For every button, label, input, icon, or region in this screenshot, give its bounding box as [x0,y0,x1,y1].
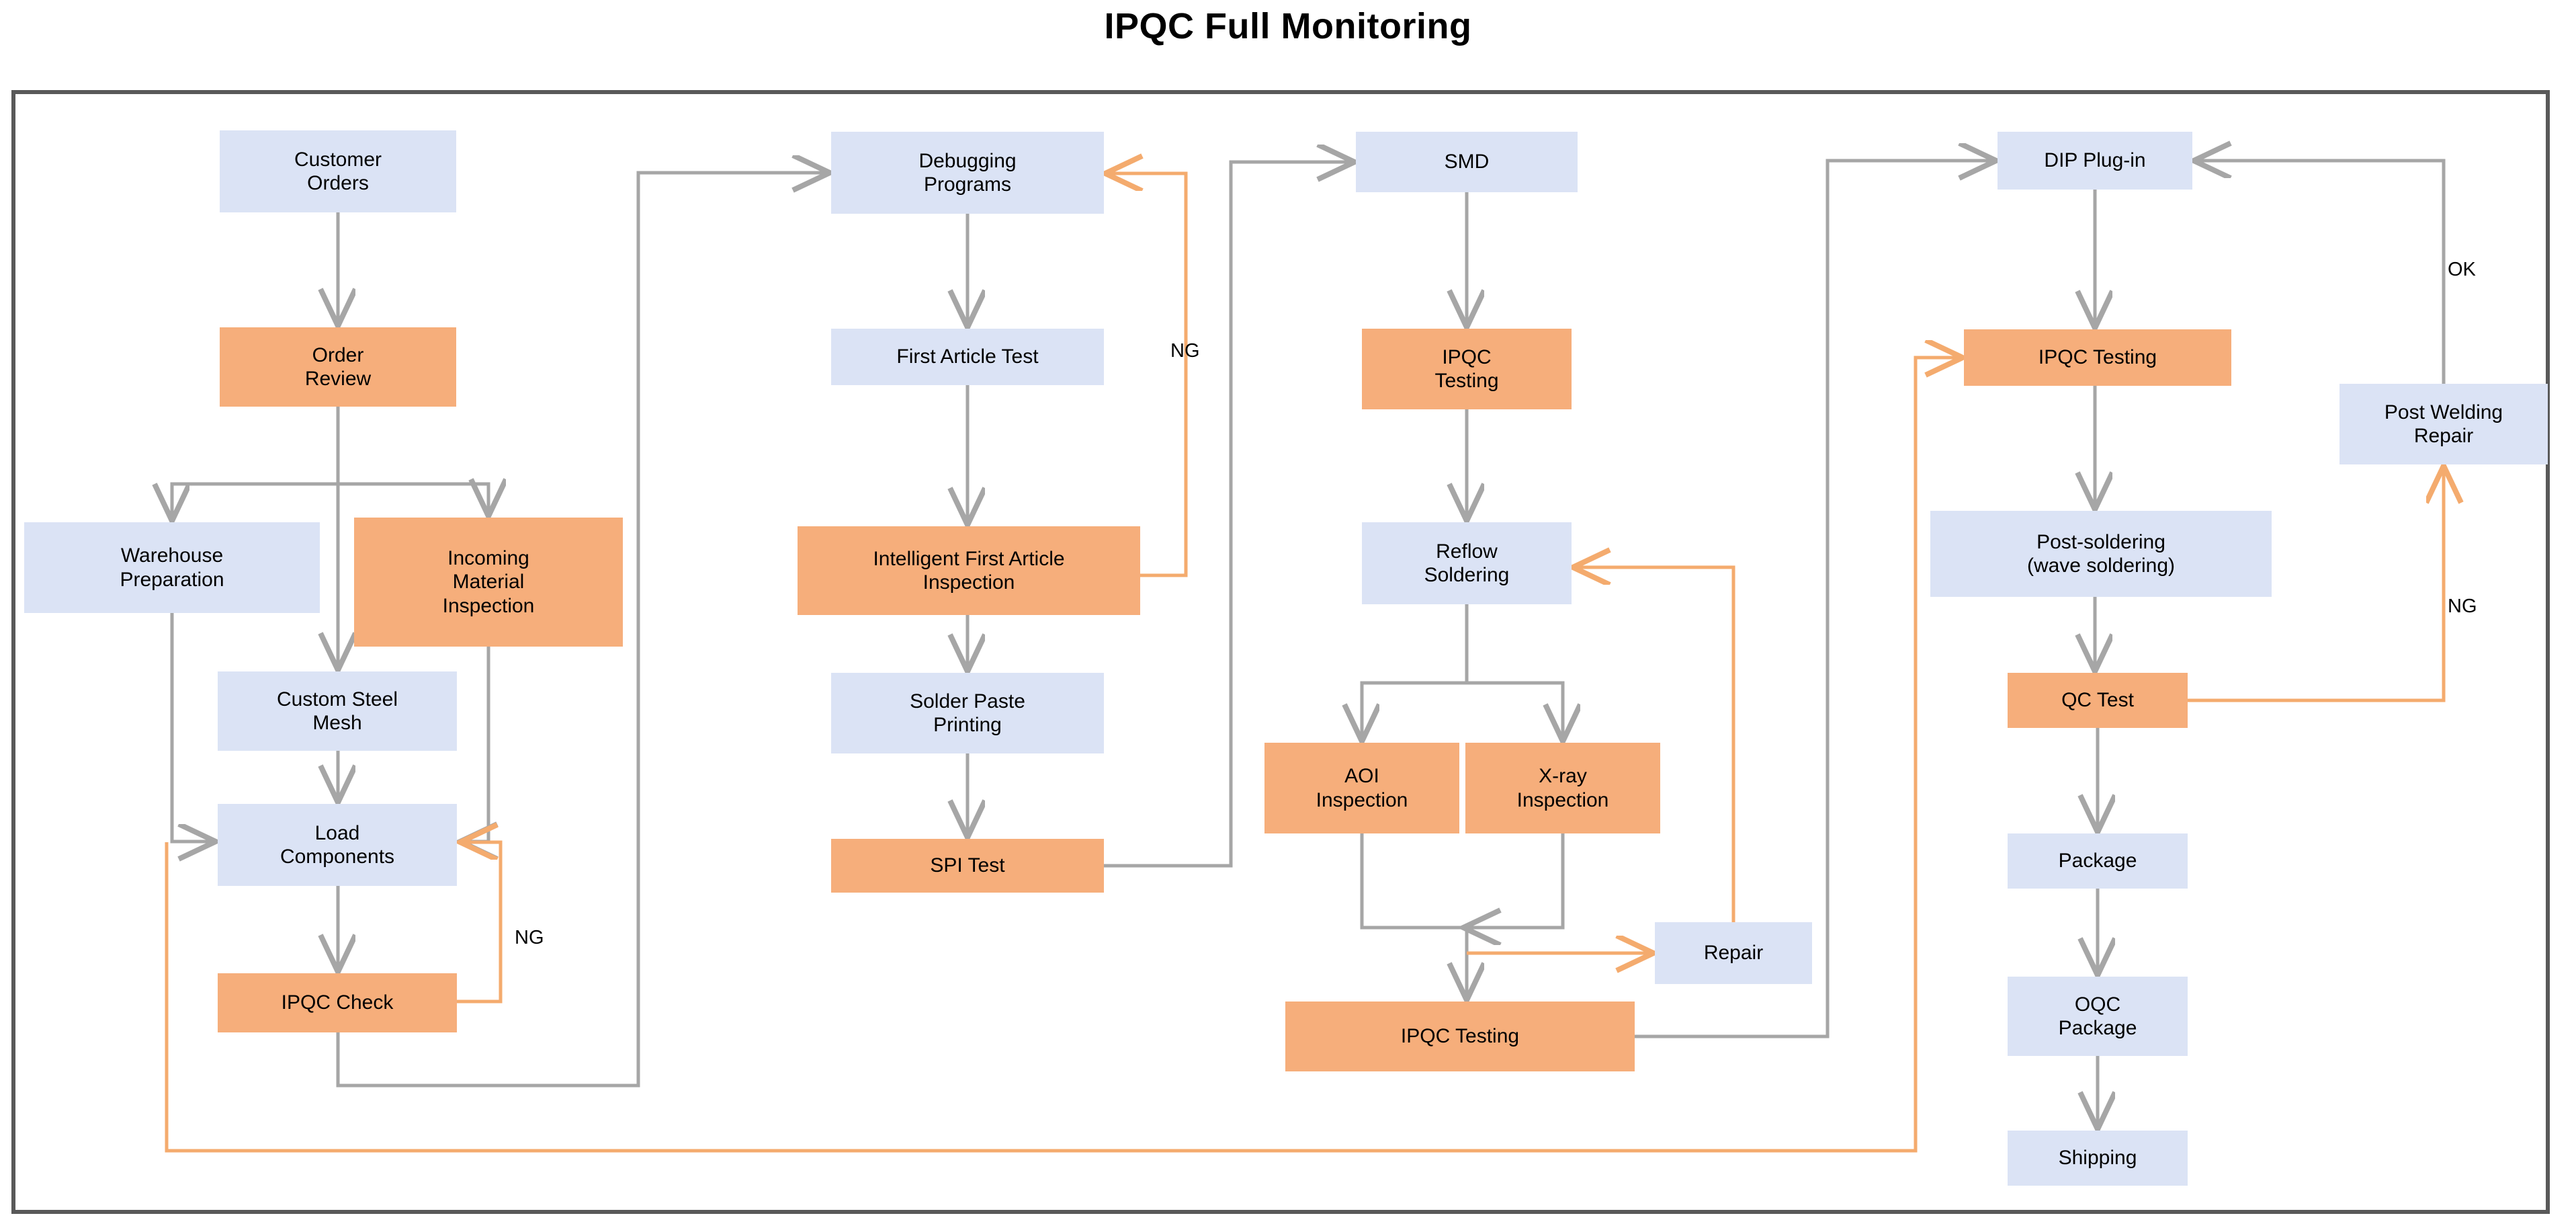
node-label: IPQC Check [281,991,394,1014]
node-ipqc-testing-dip[interactable]: IPQC Testing [1964,329,2231,386]
node-dip-plug-in[interactable]: DIP Plug-in [1998,132,2192,190]
node-repair[interactable]: Repair [1655,922,1812,984]
edge-label-ng-debugging: NG [1170,340,1200,362]
node-first-article-test[interactable]: First Article Test [831,329,1104,385]
node-label: IPQC Testing [2038,346,2157,369]
node-label: Repair [1703,942,1764,965]
edge-label-ok-post-welding: OK [2448,259,2476,281]
node-label: IPQC Testing [1400,1025,1520,1048]
node-label: Post-soldering(wave soldering) [2026,530,2176,577]
edge-label-text: OK [2448,259,2476,280]
node-smd[interactable]: SMD [1356,132,1578,192]
edge-label-ng-qc-test: NG [2448,596,2477,618]
node-package[interactable]: Package [2008,833,2188,889]
node-ipqc-check[interactable]: IPQC Check [218,973,457,1032]
edge-label-ng-load-components: NG [515,927,544,949]
node-shipping[interactable]: Shipping [2008,1131,2188,1186]
node-label: DIP Plug-in [2044,149,2146,172]
node-label: First Article Test [896,345,1039,368]
node-ipqc-testing-smd-2[interactable]: IPQC Testing [1285,1002,1635,1071]
page-title: IPQC Full Monitoring [1104,6,1472,46]
node-qc-test[interactable]: QC Test [2008,673,2188,728]
edge-label-text: NG [515,927,544,948]
node-label: SMD [1444,151,1490,173]
node-spi-test[interactable]: SPI Test [831,839,1104,893]
node-label: QC Test [2061,689,2134,712]
node-label: Shipping [2058,1147,2137,1170]
edge-label-text: NG [1170,340,1200,362]
edge-label-text: NG [2448,596,2477,617]
node-post-soldering[interactable]: Post-soldering(wave soldering) [1930,511,2272,597]
node-label: SPI Test [930,854,1005,877]
node-label: Package [2058,850,2137,872]
